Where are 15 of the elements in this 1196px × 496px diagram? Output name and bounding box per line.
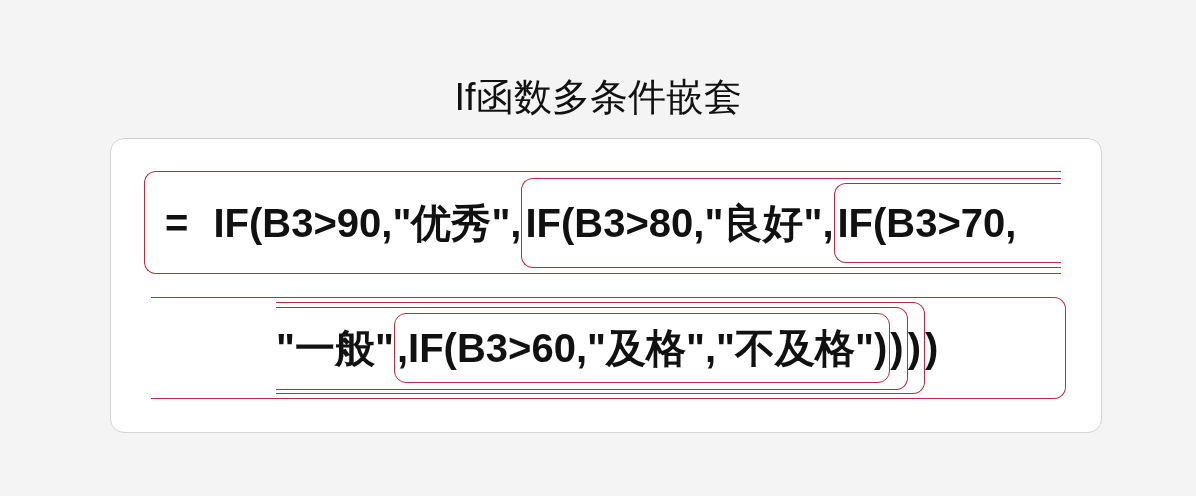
nested-if-frame <box>833 182 1061 263</box>
nested-if-frame <box>521 177 1061 268</box>
nested-if-frame <box>393 313 891 383</box>
formula-card <box>110 138 1102 433</box>
nested-if-frame <box>144 171 1061 274</box>
formula-text: IF(B3>70, <box>837 199 1017 246</box>
formula-text: ) <box>924 325 939 371</box>
formula-text: IF(B3>80,"良好", <box>525 199 834 246</box>
formula-text: ) <box>890 325 904 371</box>
nested-if-frame <box>151 297 1066 399</box>
formula-text: = IF(B3>90,"优秀", <box>165 199 522 246</box>
formula-text: ) <box>907 325 921 371</box>
formula-text: "一般" <box>276 325 394 371</box>
diagram-title: If函数多条件嵌套 <box>453 75 743 120</box>
formula-text: ,IF(B3>60,"及格","不及格") <box>396 325 888 371</box>
